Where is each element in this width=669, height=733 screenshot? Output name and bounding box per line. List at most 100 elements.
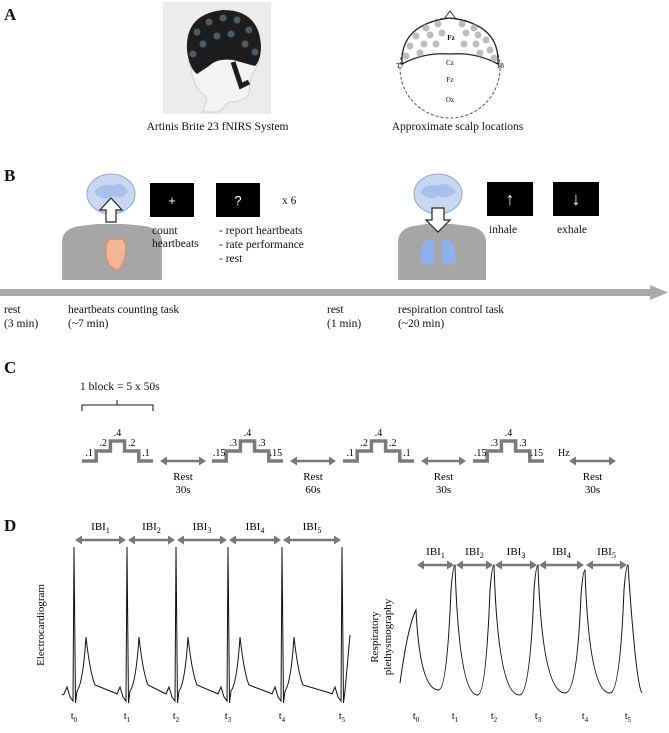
ecg-interval-arrow: [128, 535, 175, 545]
timeline-task1-line2: (~7 min): [68, 318, 109, 330]
resp-time-label: t5: [625, 711, 632, 724]
resp-ibi-label: IBI1: [426, 546, 445, 560]
repeat-label: x 6: [282, 195, 297, 207]
ecg-ibi-label: IBI4: [246, 521, 265, 535]
frequency-label: .3: [519, 438, 527, 449]
ecg-time-label: t1: [124, 711, 131, 724]
resp-interval-arrow: [586, 560, 627, 570]
frequency-label: .3: [230, 438, 238, 449]
rest-label: Rest: [583, 471, 603, 483]
rest-label: Rest: [173, 471, 193, 483]
resp-interval-arrow: [495, 560, 537, 570]
timeline-arrow: [0, 285, 668, 300]
frequency-unit-label: Hz: [558, 448, 570, 459]
person-heartbeat-figure: [62, 173, 162, 280]
frequency-label: .2: [389, 438, 397, 449]
resp-time-label: t2: [491, 711, 498, 724]
panel-label-c: C: [4, 358, 17, 377]
scalp-label-oz: Oz: [446, 96, 454, 104]
scalp-label-t8: T8: [496, 62, 504, 70]
rest-duration: 60s: [305, 484, 320, 495]
frequency-label: .2: [100, 438, 108, 449]
person-respiration-figure: [398, 173, 486, 280]
ecg-trace: [61, 546, 351, 704]
rest-duration: 30s: [436, 484, 451, 495]
stimulus-block: .15.3.4.3.15: [473, 428, 544, 463]
count-label-line2: heartbeats: [152, 238, 199, 250]
ecg-time-label: t5: [339, 711, 346, 724]
frequency-label: .15: [474, 448, 487, 459]
report-item-3: - rest: [219, 253, 243, 265]
up-arrow-icon: ↑: [487, 182, 533, 216]
rest-duration: 30s: [175, 484, 190, 495]
block-design-diagram: .1.2.4.2.1.15.3.4.3.15.1.2.4.2.1.15.3.4.…: [81, 400, 616, 495]
ecg-ibi-label: IBI2: [142, 521, 161, 535]
report-item-1: - report heartbeats: [219, 225, 303, 237]
frequency-label: .3: [258, 438, 266, 449]
resp-ibi-label: IBI3: [507, 546, 526, 560]
down-arrow-icon: ↓: [553, 182, 599, 216]
report-item-2: - rate performance: [219, 239, 304, 251]
timeline-rest2-line1: rest: [327, 304, 344, 316]
frequency-label: .15: [531, 448, 544, 459]
inhale-label: inhale: [489, 224, 518, 236]
frequency-label: .1: [403, 448, 411, 459]
rest-label: Rest: [303, 471, 323, 483]
frequency-label: .4: [244, 428, 252, 439]
fnirs-headset-drawing: [186, 10, 261, 113]
ecg-interval-arrow: [283, 535, 341, 545]
scalp-label-cz: Cz: [446, 59, 454, 67]
frequency-label: .15: [270, 448, 283, 459]
frequency-label: .1: [85, 448, 93, 459]
ecg-ibi-label: IBI3: [193, 521, 212, 535]
frequency-label: .2: [128, 438, 136, 449]
resp-time-label: t4: [582, 711, 589, 724]
resp-interval-arrow: [456, 560, 493, 570]
resp-ylabel-line1: Respiratory: [369, 611, 381, 663]
ecg-time-label: t3: [225, 711, 232, 724]
frequency-label: .4: [505, 428, 513, 439]
rest-label: Rest: [434, 471, 454, 483]
scalp-label-t7: T7: [396, 62, 404, 70]
ecg-time-label: t0: [71, 711, 78, 724]
fnirs-headset-image: [163, 2, 271, 114]
ecg-interval-arrow: [229, 535, 281, 545]
scalp-map: Fz Cz Fz Oz T7 T8: [380, 2, 520, 120]
scalp-caption: Approximate scalp locations: [391, 121, 524, 133]
ecg-interval-arrow: [177, 535, 227, 545]
frequency-label: .2: [361, 438, 369, 449]
timeline-task2-line2: (~20 min): [398, 318, 445, 330]
scalp-label-fz: Fz: [447, 76, 454, 84]
panel-label-b: B: [4, 166, 16, 185]
resp-ibi-label: IBI2: [465, 546, 484, 560]
question-box: ?: [216, 183, 260, 217]
scalp-label-fz-top: Fz: [447, 34, 454, 42]
resp-time-label: t1: [452, 711, 459, 724]
frequency-label: .15: [213, 448, 226, 459]
scalp-map-drawing: Fz Cz Fz Oz T7 T8: [396, 10, 504, 119]
block-label: 1 block = 5 x 50s: [80, 381, 160, 393]
resp-ibi-label: IBI5: [597, 546, 616, 560]
rest-interval-arrow: [569, 456, 616, 466]
stimulus-block: .1.2.4.2.1: [343, 428, 414, 463]
panel-label-a: A: [4, 5, 17, 24]
ecg-interval-arrow: [75, 535, 126, 545]
timeline-task1-line1: heartbeats counting task: [68, 304, 180, 316]
stimulus-block: .15 .3 .4 .3 .15: [212, 428, 283, 463]
ecg-ylabel: Electrocardiogram: [35, 584, 47, 666]
timeline-task2-line1: respiration control task: [398, 304, 505, 316]
resp-time-label: t0: [413, 711, 420, 724]
timeline-rest1-line2: (3 min): [4, 318, 39, 330]
resp-interval-arrow: [539, 560, 584, 570]
resp-ibi-label: IBI4: [552, 546, 571, 560]
timeline-rest2-line2: (1 min): [327, 318, 362, 330]
device-caption: Artinis Brite 23 fNIRS System: [146, 121, 289, 133]
ecg-ibi-label: IBI1: [91, 521, 110, 535]
timeline-rest1-line1: rest: [4, 304, 21, 316]
exhale-label: exhale: [557, 224, 588, 236]
stimulus-block: .1.2.4.2.1: [82, 428, 153, 463]
rest-duration: 30s: [585, 484, 600, 495]
rest-interval-arrow: [290, 456, 336, 466]
frequency-label: .4: [114, 428, 122, 439]
